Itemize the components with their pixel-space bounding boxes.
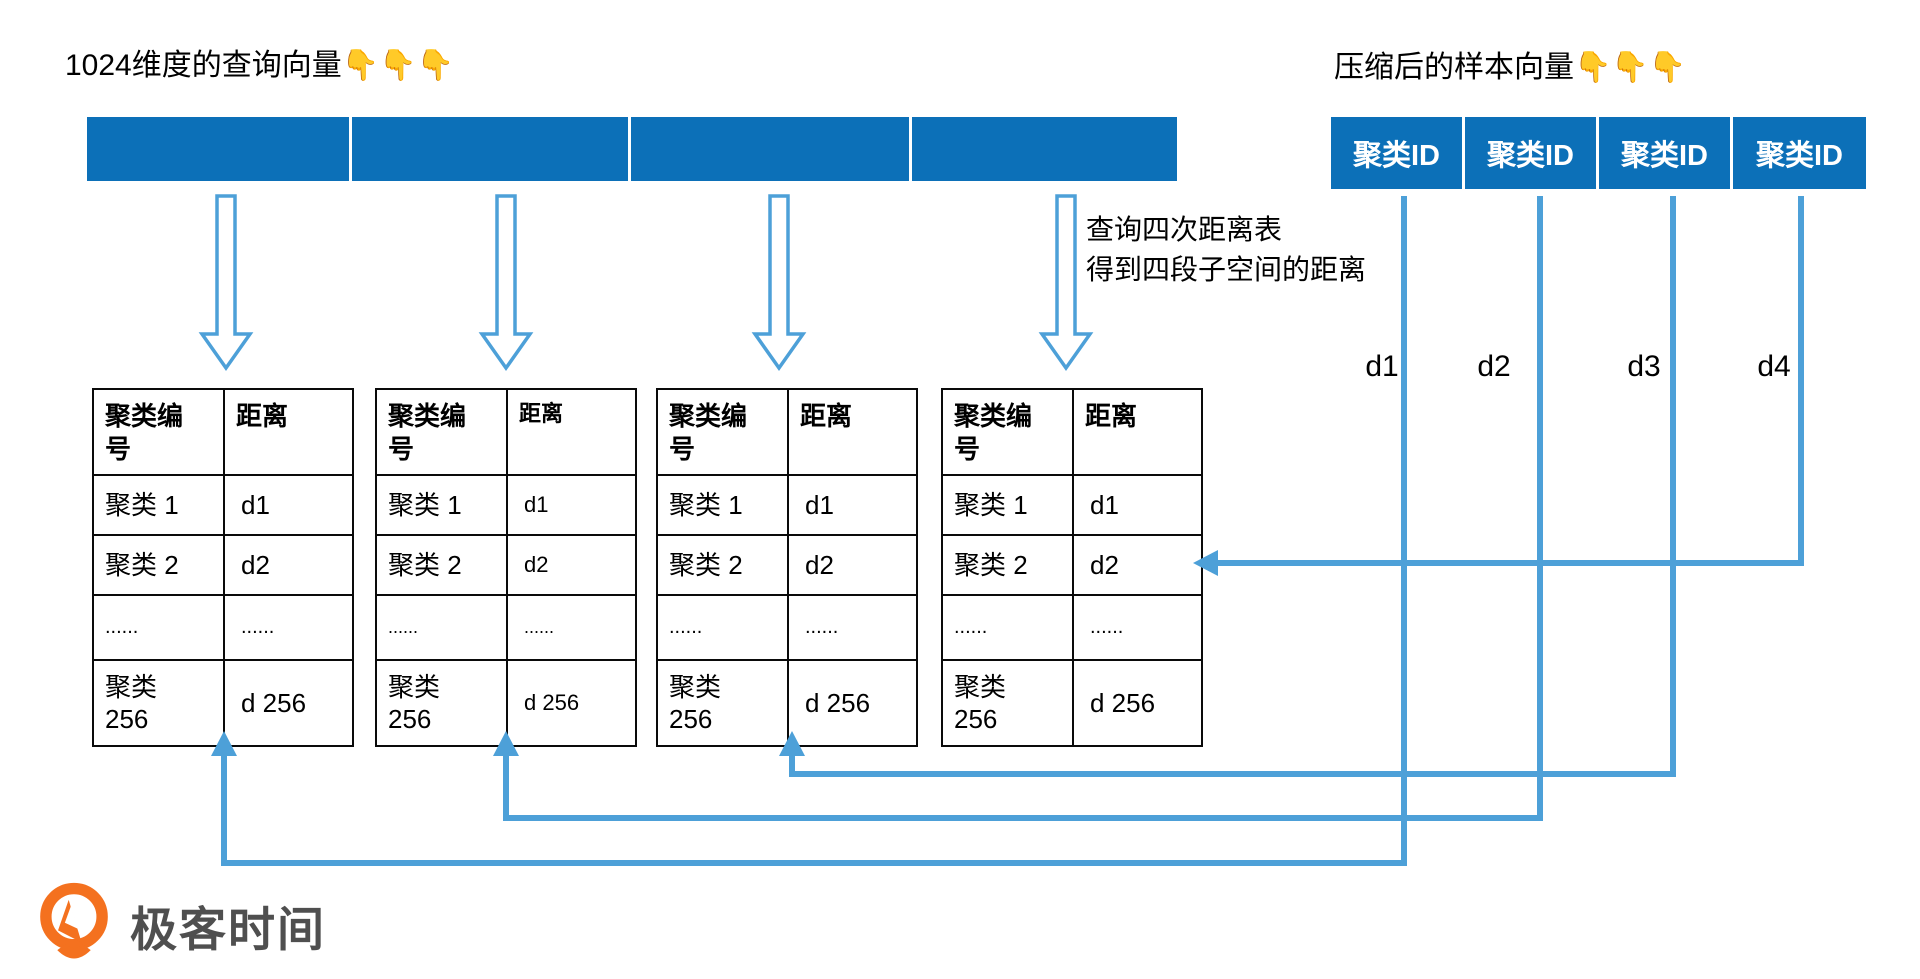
query-vector-segment-3 (631, 117, 909, 181)
query-vector-segment-2 (352, 117, 628, 181)
cluster-id-cell-3: 聚类ID (1599, 117, 1730, 189)
hollow-down-arrow-1 (198, 194, 254, 372)
table-cell: d1 (787, 474, 918, 536)
table-cell: 聚类 2 (656, 534, 789, 596)
table-cell: d1 (223, 474, 354, 536)
table-cell: ...... (1072, 594, 1203, 661)
table-cell: ...... (223, 594, 354, 661)
geektime-logo: 极客时间 (36, 880, 326, 970)
query-vector-bar (87, 117, 1177, 181)
table-cell: ...... (92, 594, 225, 661)
query-vector-title-text: 1024维度的查询向量 (65, 49, 342, 82)
distance-label-d1: d1 (1365, 350, 1399, 383)
table-cell: 聚类 2 (941, 534, 1074, 596)
table-cell: ...... (787, 594, 918, 661)
annotation-line-2: 得到四段子空间的距离 (1086, 254, 1367, 285)
table-cell: d2 (223, 534, 354, 596)
table-cell: d 256 (787, 659, 918, 747)
table-cell: d 256 (223, 659, 354, 747)
query-vector-segment-4 (912, 117, 1177, 181)
table-cell: 聚类 256 (941, 659, 1074, 747)
annotation-line-1: 查询四次距离表 (1086, 214, 1283, 245)
table3-header-cluster-no: 聚类编 号 (656, 388, 789, 476)
table-cell: ...... (506, 594, 637, 661)
table4-header-cluster-no: 聚类编 号 (941, 388, 1074, 476)
table-cell: 聚类 2 (375, 534, 508, 596)
hollow-down-arrow-3 (751, 194, 807, 372)
table1-header-distance: 距离 (223, 388, 354, 476)
geektime-logo-text: 极客时间 (130, 902, 326, 956)
table-cell: ...... (941, 594, 1074, 661)
pointing-down-emoji: 👇👇👇 (341, 49, 454, 82)
query-vector-segment-1 (87, 117, 349, 181)
pointing-down-emoji: 👇👇👇 (1574, 51, 1687, 84)
sample-vector-title: 压缩后的样本向量👇👇👇 (1334, 42, 1686, 86)
table-cell: ...... (375, 594, 508, 661)
table-cell: d 256 (506, 659, 637, 747)
cluster-id-cell-4: 聚类ID (1733, 117, 1866, 189)
sample-vector-cells: 聚类ID 聚类ID 聚类ID 聚类ID (1331, 117, 1866, 189)
table-cell: 聚类 1 (941, 474, 1074, 536)
table2-header-cluster-no: 聚类编 号 (375, 388, 508, 476)
table-cell: d2 (787, 534, 918, 596)
table-cell: 聚类 256 (656, 659, 789, 747)
query-vector-title: 1024维度的查询向量👇👇👇 (65, 40, 454, 84)
geektime-logo-icon (40, 882, 108, 959)
table-cell: 聚类 2 (92, 534, 225, 596)
hollow-down-arrow-4 (1038, 194, 1094, 372)
table1-header-cluster-no: 聚类编 号 (92, 388, 225, 476)
table3-header-distance: 距离 (787, 388, 918, 476)
table-cell: 聚类 256 (92, 659, 225, 747)
table2-header-distance: 距离 (506, 388, 637, 476)
table-cell: d2 (506, 534, 637, 596)
table-cell: d2 (1072, 534, 1203, 596)
table-cell: 聚类 1 (92, 474, 225, 536)
distance-label-d4: d4 (1757, 350, 1791, 383)
table-cell: 聚类 1 (656, 474, 789, 536)
hollow-down-arrow-2 (478, 194, 534, 372)
distance-label-d2: d2 (1477, 350, 1511, 383)
cluster-id-cell-1: 聚类ID (1331, 117, 1462, 189)
cluster-id-cell-2: 聚类ID (1465, 117, 1596, 189)
table-cell: 聚类 256 (375, 659, 508, 747)
table-cell: d1 (506, 474, 637, 536)
table-cell: d1 (1072, 474, 1203, 536)
distance-label-d3: d3 (1627, 350, 1661, 383)
table-cell: 聚类 1 (375, 474, 508, 536)
annotation-text: 查询四次距离表 得到四段子空间的距离 (1086, 210, 1366, 290)
sample-vector-title-text: 压缩后的样本向量 (1334, 51, 1574, 84)
table-cell: ...... (656, 594, 789, 661)
table4-header-distance: 距离 (1072, 388, 1203, 476)
table-cell: d 256 (1072, 659, 1203, 747)
